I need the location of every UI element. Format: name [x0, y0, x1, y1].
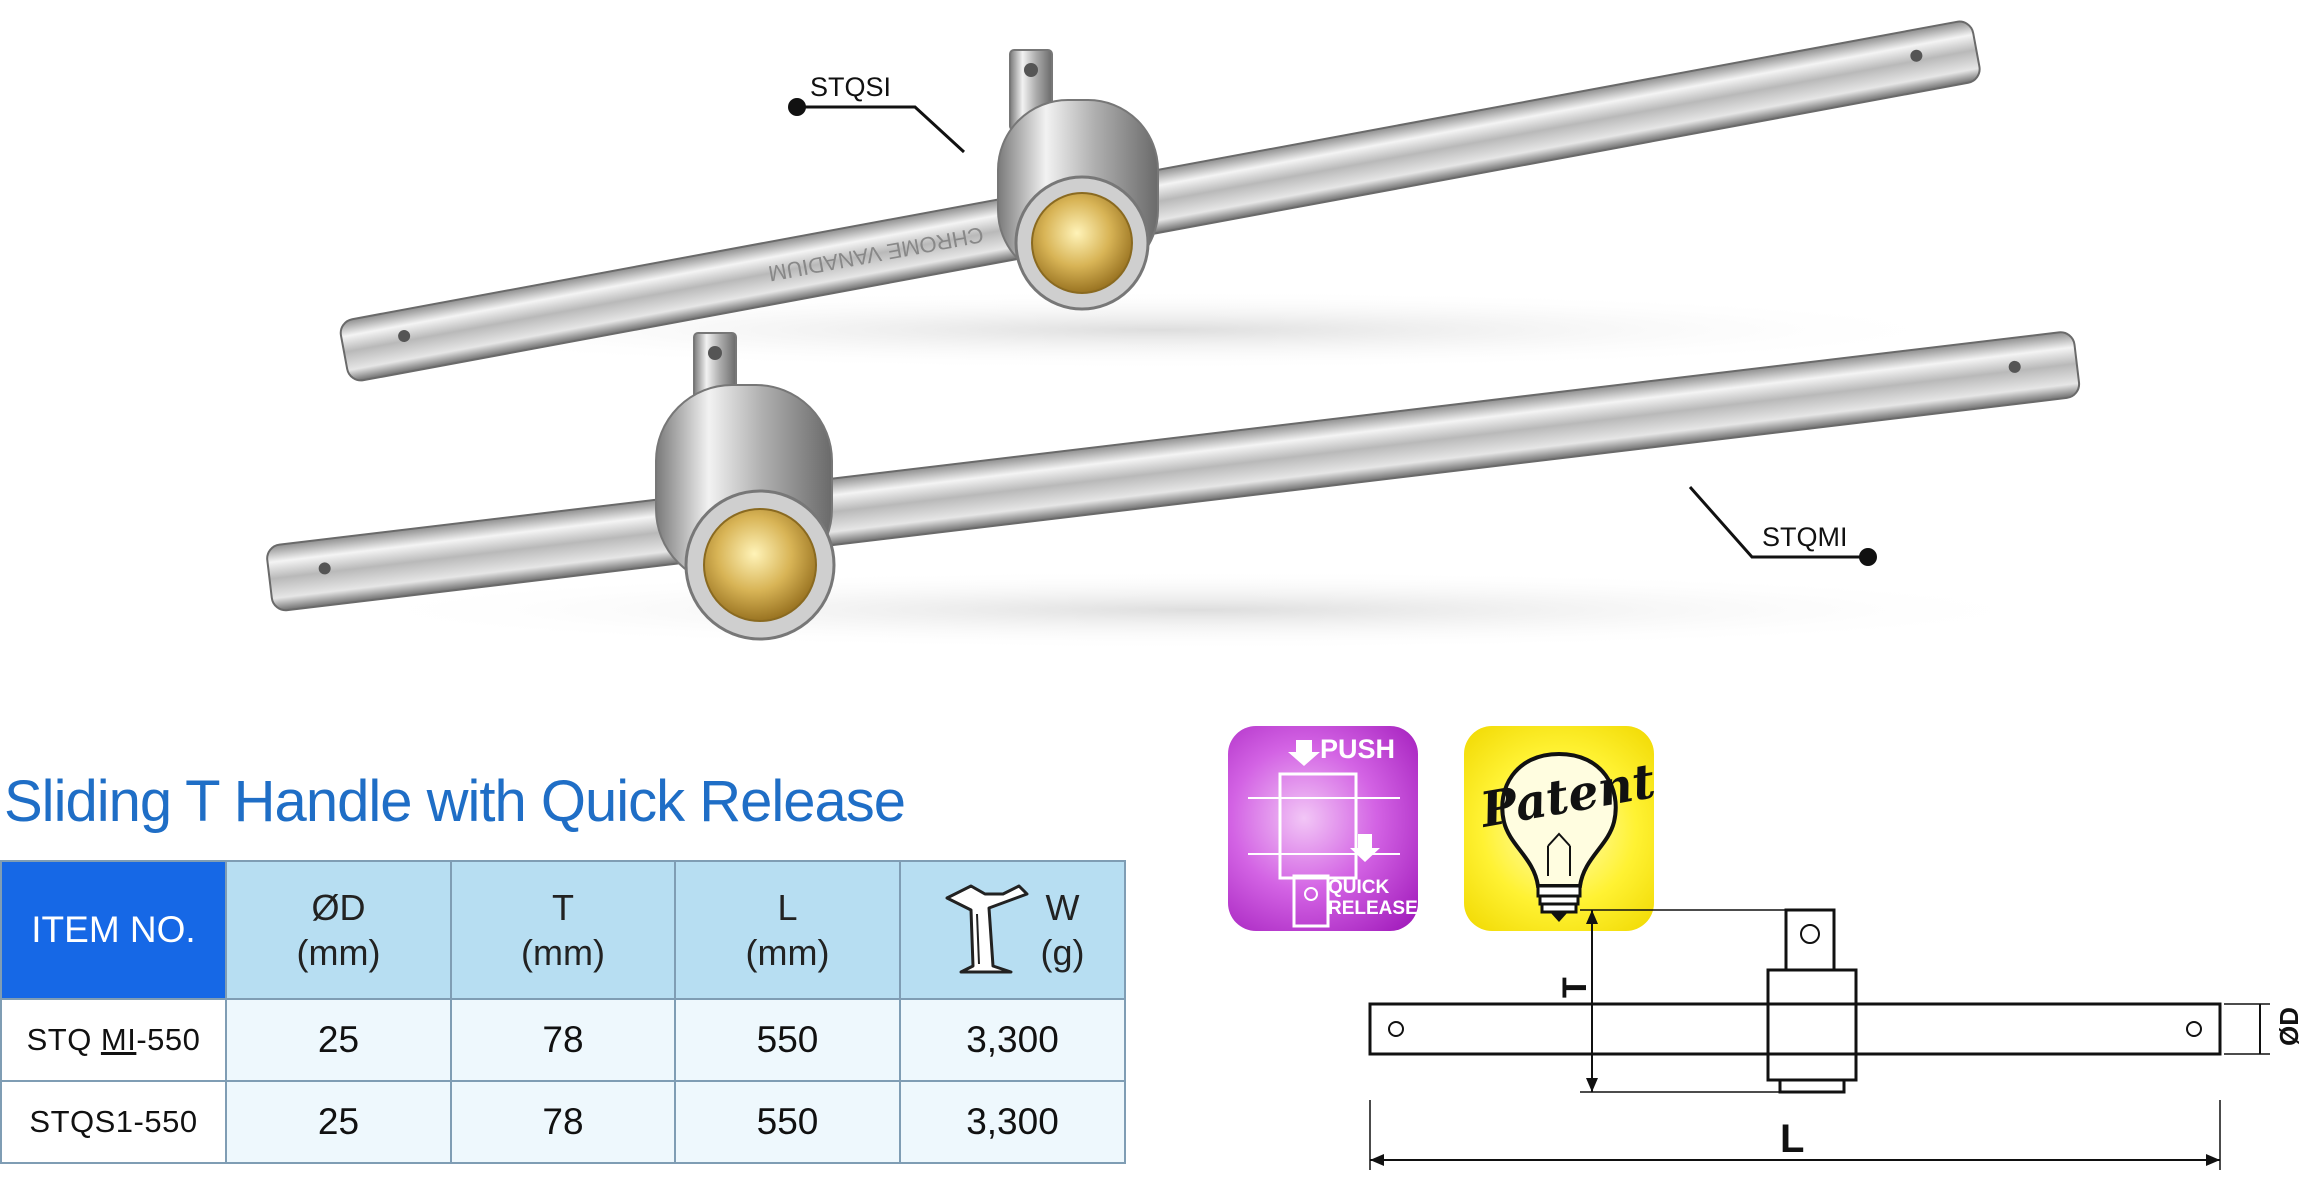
header-diameter-label: ØD — [311, 887, 366, 928]
header-t: T (mm) — [450, 860, 676, 1000]
lightbulb-icon — [1500, 751, 1618, 922]
push-release-icon — [1248, 740, 1400, 928]
push-quick-release-badge: PUSH QUICK RELEASE — [1228, 726, 1418, 931]
item-suffix: -550 — [136, 1022, 201, 1057]
bottom-t-handle — [266, 331, 2081, 650]
release-label: RELEASE — [1328, 898, 1418, 919]
callout-bottom-label: STQMI — [1762, 522, 1848, 552]
cell-diameter: 25 — [225, 1080, 452, 1164]
cell-diameter: 25 — [225, 998, 452, 1082]
t-dimension-label: T — [1556, 977, 1594, 998]
item-prefix: STQ — [26, 1022, 101, 1057]
callout-top-label: STQSI — [810, 72, 891, 102]
item-underlined: MI — [100, 1022, 137, 1057]
cell-item: STQS1-550 — [0, 1080, 227, 1164]
header-diameter-unit: (mm) — [296, 932, 381, 973]
push-label: PUSH — [1320, 734, 1396, 764]
cell-t: 78 — [450, 1080, 676, 1164]
header-w-label: W — [1045, 887, 1080, 928]
top-t-handle: CHROME VANADIUM — [339, 20, 1981, 382]
product-photo: CHROME VANADIUM STQSI STQMI — [266, 20, 2081, 650]
table-row: STQ MI-550 25 78 550 3,300 — [0, 998, 1126, 1082]
table-row: STQS1-550 25 78 550 3,300 — [0, 1080, 1126, 1164]
callout-bottom: STQMI — [1688, 486, 1877, 566]
header-l-unit: (mm) — [745, 932, 830, 973]
header-l: L (mm) — [674, 860, 901, 1000]
header-t-unit: (mm) — [521, 932, 605, 973]
cell-w: 3,300 — [899, 1080, 1126, 1164]
header-l-label: L — [777, 887, 798, 928]
cell-w: 3,300 — [899, 998, 1126, 1082]
spec-table: ITEM NO. ØD (mm) T (mm) L (mm) W (g) — [0, 860, 1126, 1164]
d-dimension-label: ØD — [2274, 1007, 2300, 1046]
header-diameter: ØD (mm) — [225, 860, 452, 1000]
patent-badge: Patent — [1464, 726, 1659, 931]
page-title: Sliding T Handle with Quick Release — [4, 769, 906, 834]
cell-l: 550 — [674, 998, 901, 1082]
l-dimension-label: L — [1780, 1117, 1804, 1161]
quick-label: QUICK — [1328, 877, 1390, 898]
header-t-label: T — [552, 887, 574, 928]
header-item-no: ITEM NO. — [0, 860, 227, 1000]
cell-t: 78 — [450, 998, 676, 1082]
dimension-drawing: T L ØD — [1368, 908, 2300, 1170]
header-w: W (g) — [899, 860, 1126, 1000]
header-w-unit: (g) — [1040, 932, 1085, 973]
cell-item: STQ MI-550 — [0, 998, 227, 1082]
table-header-row: ITEM NO. ØD (mm) T (mm) L (mm) W (g) — [0, 860, 1126, 1000]
cell-l: 550 — [674, 1080, 901, 1164]
scale-icon — [945, 884, 1028, 974]
callout-top: STQSI — [788, 72, 966, 154]
